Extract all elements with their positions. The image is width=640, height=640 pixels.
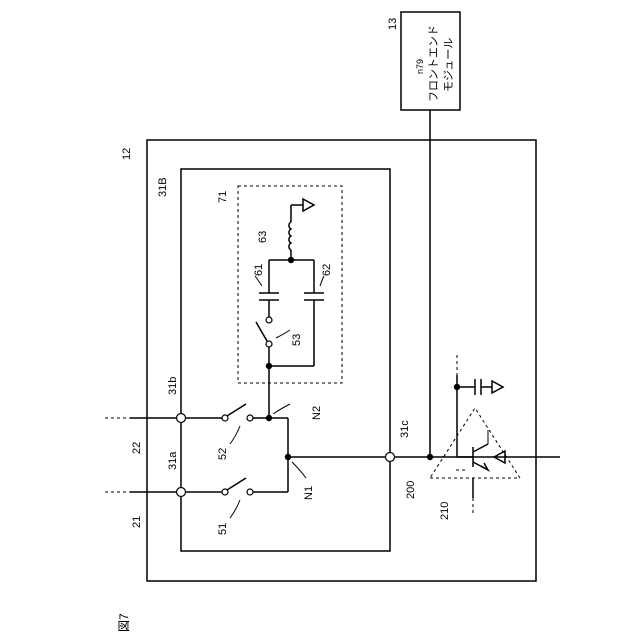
switch-53-blade (256, 322, 267, 341)
front-end-band: n79 (415, 59, 425, 74)
label-amplifier-210: 210 (439, 502, 451, 520)
label-terminal-31c: 31c (399, 420, 411, 438)
label-line-21: 21 (131, 516, 143, 528)
terminal-31b (177, 414, 186, 423)
switch-53-contact-b (266, 317, 272, 323)
switch-block-31B (181, 169, 390, 551)
label-module-12: 12 (121, 148, 133, 160)
front-end-name-1: フロントエンド (428, 25, 440, 102)
label-inductor-63: 63 (257, 231, 269, 243)
label-node-N1: N1 (303, 486, 315, 500)
figure-label: 図7 (117, 613, 131, 632)
label-capacitor-62: 62 (321, 264, 333, 276)
ground-icon (303, 199, 314, 211)
transistor-collector (473, 444, 488, 452)
label-front-end-ref: 13 (387, 18, 399, 30)
switch-53-contact-a (266, 341, 272, 347)
switch-51-contact-b (247, 489, 253, 495)
label-terminal-31a: 31a (167, 451, 179, 470)
switch-52-blade (227, 404, 246, 416)
switch-51-blade (227, 478, 246, 490)
bias-ground-icon (492, 381, 503, 393)
label-line-200: 200 (405, 481, 417, 499)
label-terminal-31b: 31b (167, 377, 179, 395)
label-switch-51: 51 (217, 523, 229, 535)
label-node-N2: N2 (311, 406, 323, 420)
amplifier-210-outline (430, 408, 520, 478)
label-switch-block: 31B (157, 177, 169, 197)
terminal-31a (177, 488, 186, 497)
terminal-31c (386, 453, 395, 462)
matching-circuit-71 (238, 186, 342, 383)
label-switch-52: 52 (217, 448, 229, 460)
front-end-name-2: モジュール (443, 38, 455, 92)
switch-52-contact-b (247, 415, 253, 421)
label-line-22: 22 (131, 442, 143, 454)
inductor-63 (289, 222, 291, 250)
label-capacitor-61: 61 (253, 264, 265, 276)
label-matching-circuit: 71 (217, 191, 229, 203)
label-switch-53: 53 (291, 334, 303, 346)
